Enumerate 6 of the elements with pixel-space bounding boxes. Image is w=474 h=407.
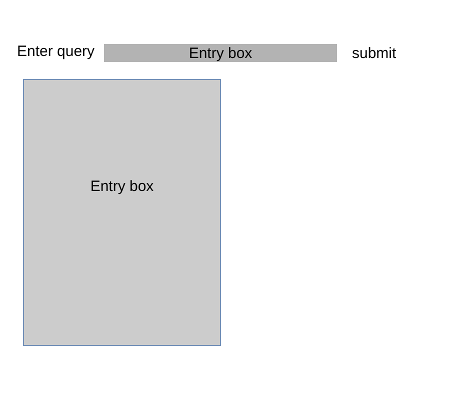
entry-panel [23,79,221,346]
text-label: submit [352,45,396,62]
field-label: Entry box [90,178,154,195]
entry-field [104,44,337,62]
text-label: Enter query [17,43,95,60]
field-label: Entry box [188,44,252,62]
